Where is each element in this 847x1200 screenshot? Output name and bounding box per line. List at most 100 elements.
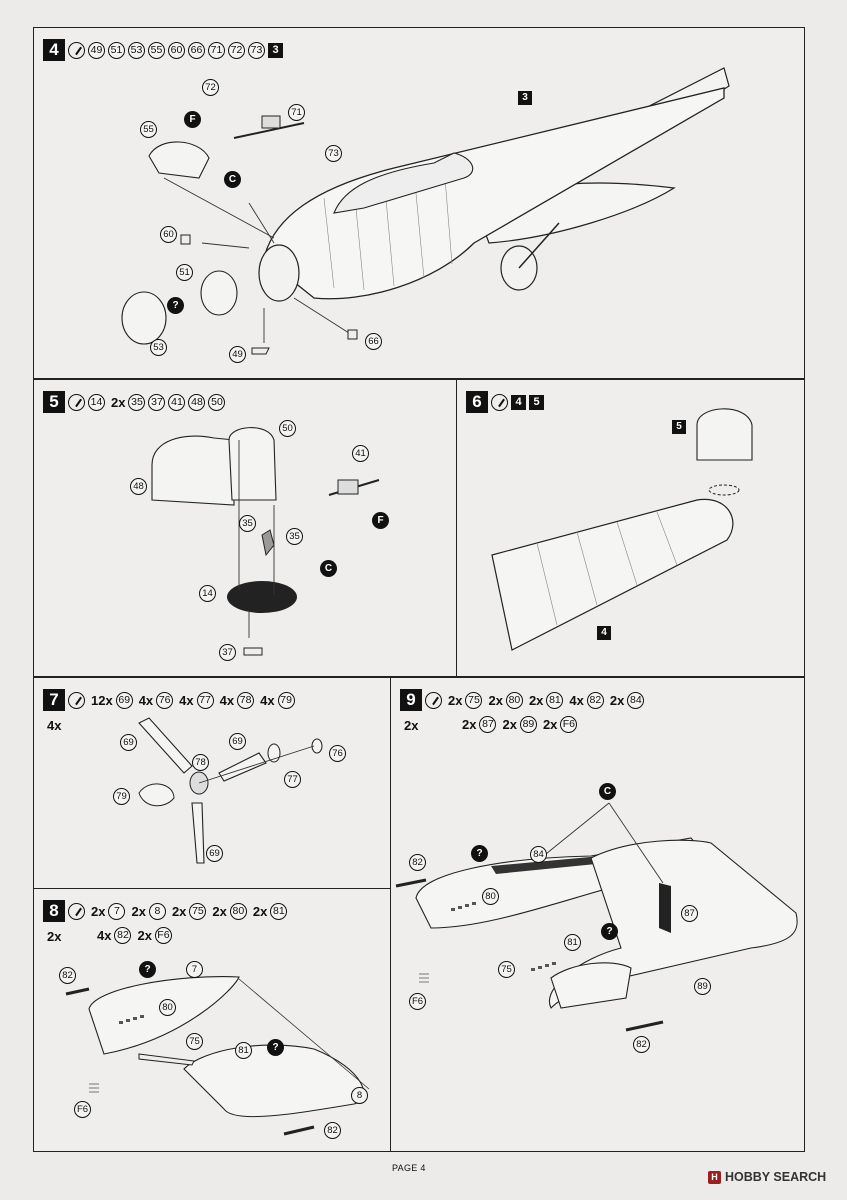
part-number: 76 [156, 691, 174, 709]
turret-drawing [151, 427, 380, 656]
part-number: 81 [546, 691, 564, 709]
quantity: 4x [569, 692, 584, 708]
part-number: 87 [479, 716, 497, 733]
part-number: 75 [465, 691, 483, 709]
part-number: 37 [148, 393, 166, 411]
part-label: 87 [681, 905, 698, 922]
quantity: 2x [91, 903, 106, 919]
sub-assembly-tag: 5 [672, 420, 686, 434]
brand-watermark: H HOBBY SEARCH [708, 1170, 826, 1184]
page-number: PAGE 4 [392, 1163, 426, 1173]
part-number: 75 [189, 902, 207, 920]
glue-icon [425, 691, 442, 709]
part-label: 73 [325, 145, 342, 162]
part-label: 49 [229, 346, 246, 363]
sub-assembly-ref: 4 [511, 394, 526, 410]
quantity: 2x [252, 903, 268, 919]
part-label: 51 [176, 264, 193, 281]
wing-nacelle-drawing [395, 802, 798, 1032]
cement-badge: C [320, 560, 337, 577]
tail-turret-drawing [491, 408, 753, 651]
part-label: 81 [564, 934, 581, 951]
part-number: 66 [188, 41, 205, 59]
part-label: 89 [694, 978, 711, 995]
part-label: 82 [59, 967, 76, 984]
quantity: 4x [138, 692, 154, 708]
part-label: 84 [530, 846, 547, 863]
brand-name: HOBBY SEARCH [725, 1170, 827, 1184]
part-label: F6 [74, 1101, 91, 1118]
part-label: F6 [409, 993, 426, 1010]
part-label: 7 [186, 961, 203, 978]
part-label: 81 [235, 1042, 252, 1059]
quantity: 2x [212, 903, 227, 919]
step-number: 5 [43, 391, 65, 413]
quantity: 2x [488, 692, 503, 708]
part-number: 14 [88, 393, 105, 411]
part-number: 73 [248, 41, 265, 59]
part-number: 8 [148, 902, 166, 920]
sub-assembly-ref: 3 [268, 42, 283, 58]
part-label: 35 [286, 528, 303, 545]
part-label: 82 [324, 1122, 341, 1139]
part-label: 72 [202, 79, 219, 96]
part-number: 69 [115, 691, 133, 709]
quantity: 2x [137, 928, 152, 943]
part-number: 84 [627, 691, 645, 709]
step-number: 7 [43, 689, 65, 711]
part-label: 41 [352, 445, 369, 462]
glue-icon [491, 393, 508, 411]
quantity: 2x [609, 692, 625, 708]
step-4-panel: 4 49 51 53 55 60 66 71 72 73 3 [33, 27, 805, 379]
part-number: 7 [108, 902, 126, 920]
part-number: 50 [208, 393, 226, 411]
part-label: 50 [279, 420, 296, 437]
part-label: 76 [329, 745, 346, 762]
part-number: 71 [208, 41, 225, 59]
part-label: 80 [482, 888, 499, 905]
question-badge: ? [167, 297, 184, 314]
part-number: 81 [270, 902, 288, 920]
part-label: 69 [206, 845, 223, 862]
quantity: 2x [462, 717, 477, 732]
part-label: 79 [113, 788, 130, 805]
part-label: 55 [140, 121, 157, 138]
part-number: 60 [168, 41, 185, 59]
part-number: 82 [586, 691, 604, 709]
part-number: 78 [237, 691, 255, 709]
quantity: 2x [131, 903, 146, 919]
part-number: 79 [277, 691, 295, 709]
part-label: 82 [633, 1036, 650, 1053]
part-label: 78 [192, 754, 209, 771]
step-5-panel: 5 14 2x 35 37 41 48 50 48 50 41 35 35 14… [33, 379, 457, 677]
step-number: 6 [466, 391, 488, 413]
part-number: 49 [88, 41, 105, 59]
fill-badge: F [184, 111, 201, 128]
part-number: 48 [188, 393, 206, 411]
part-number: 51 [108, 41, 125, 59]
part-label: 82 [409, 854, 426, 871]
part-label: 75 [186, 1033, 203, 1050]
quantity: 4x [219, 692, 235, 708]
part-number: 80 [229, 902, 247, 920]
quantity: 2x [542, 717, 558, 732]
step-4-header: 4 49 51 53 55 60 66 71 72 73 3 [43, 39, 283, 61]
part-label: 69 [229, 733, 246, 750]
part-number: F6 [560, 716, 578, 733]
part-label: 14 [199, 585, 216, 602]
part-label: 75 [498, 961, 515, 978]
part-number: 89 [519, 716, 537, 733]
brand-logo-icon: H [708, 1170, 721, 1184]
assembly-quantity: 2x [47, 929, 62, 944]
quantity: 4x [179, 692, 194, 708]
part-label: 35 [239, 515, 256, 532]
cement-badge: C [224, 171, 241, 188]
quantity: 2x [502, 717, 517, 732]
step-5-header: 5 14 2x 35 37 41 48 50 [43, 391, 226, 413]
